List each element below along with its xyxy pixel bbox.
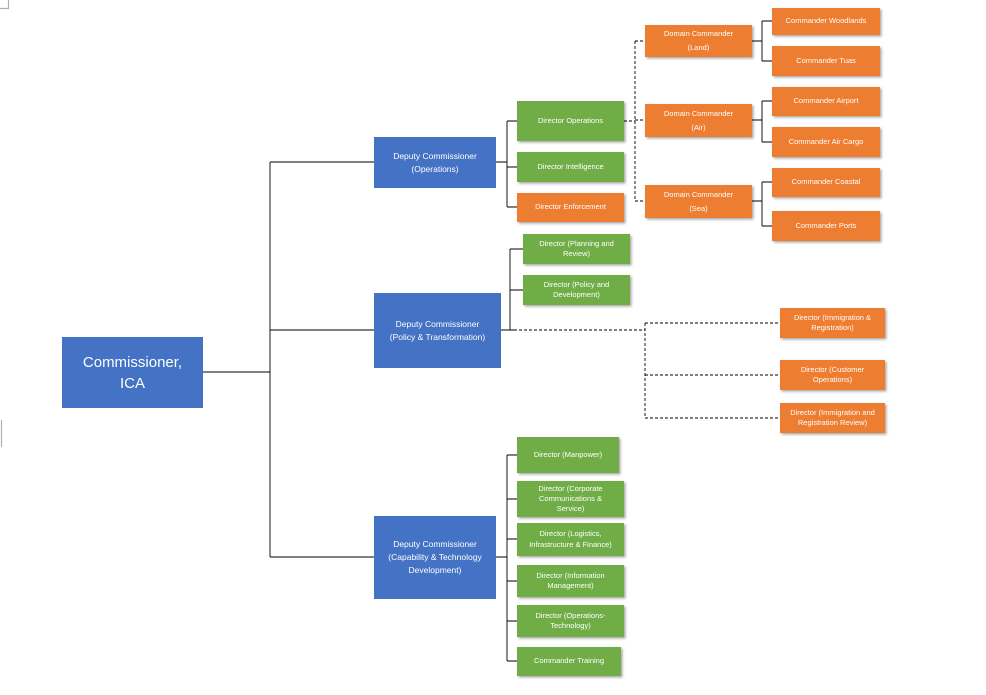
node-commander-coastal: Commander Coastal: [772, 168, 880, 197]
node-director-corporate-communications-service: Director (Corporate Communications & Ser…: [517, 481, 624, 517]
node-deputy-commissioner-capability-technology: Deputy Commissioner (Capability & Techno…: [374, 516, 496, 599]
node-domain-commander-sea: Domain Commander (Sea): [645, 185, 752, 218]
node-commander-tuas: Commander Tuas: [772, 46, 880, 76]
node-commissioner-ica: Commissioner, ICA: [62, 337, 203, 408]
node-director-customer-operations: Director (Customer Operations): [780, 360, 885, 390]
node-director-planning-review: Director (Planning and Review): [523, 234, 630, 264]
node-director-immigration-registration-review: Director (Immigration and Registration R…: [780, 403, 885, 433]
node-domain-commander-land: Domain Commander (Land): [645, 25, 752, 57]
node-director-logistics-infrastructure-finance: Director (Logistics, Infrastructure & Fi…: [517, 523, 624, 556]
node-commander-air-cargo: Commander Air Cargo: [772, 127, 880, 157]
node-commander-woodlands: Commander Woodlands: [772, 8, 880, 35]
node-director-policy-development: Director (Policy and Development): [523, 275, 630, 305]
node-director-enforcement: Director Enforcement: [517, 193, 624, 222]
node-commander-ports: Commander Ports: [772, 211, 880, 241]
connector-lines-dashed: [514, 40, 780, 419]
node-domain-commander-air: Domain Commander (Air): [645, 104, 752, 137]
node-director-manpower: Director (Manpower): [517, 437, 619, 473]
node-deputy-commissioner-policy-transformation: Deputy Commissioner (Policy & Transforma…: [374, 293, 501, 368]
node-director-intelligence: Director Intelligence: [517, 152, 624, 182]
node-deputy-commissioner-operations: Deputy Commissioner (Operations): [374, 137, 496, 188]
node-director-immigration-registration: Director (Immigration & Registration): [780, 308, 885, 338]
node-commander-training: Commander Training: [517, 647, 621, 676]
node-commander-airport: Commander Airport: [772, 87, 880, 116]
connector-lines-solid: [203, 20, 772, 662]
page-edge-artifact: [0, 0, 10, 447]
node-director-operations-technology: Director (Operations- Technology): [517, 605, 624, 637]
node-director-information-management: Director (Information Management): [517, 565, 624, 597]
node-director-operations: Director Operations: [517, 101, 624, 141]
